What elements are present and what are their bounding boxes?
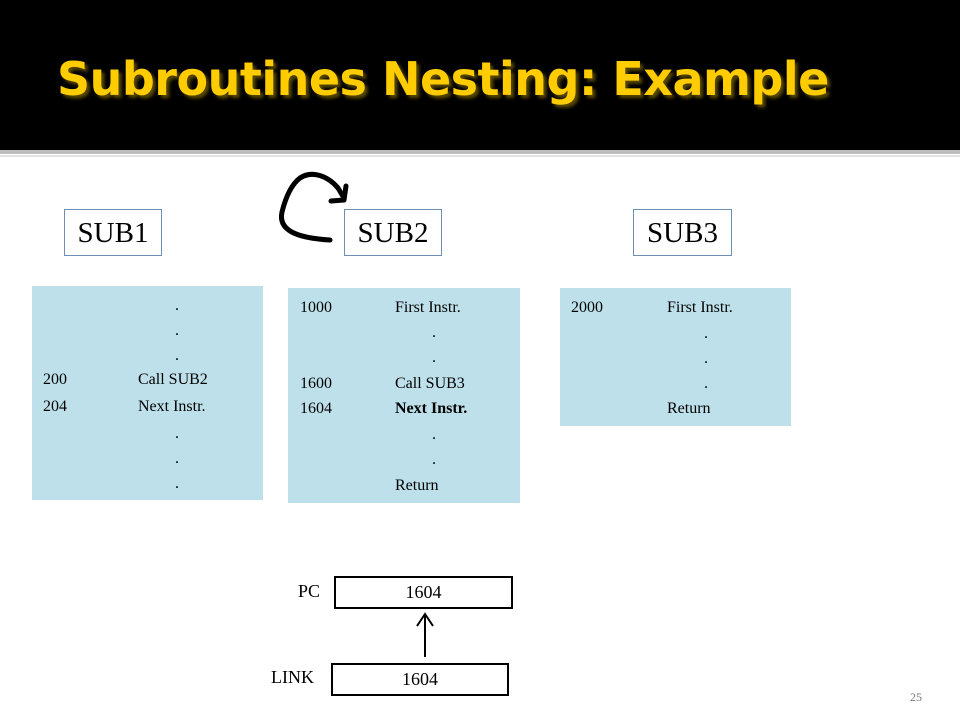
- instruction: .: [175, 322, 179, 339]
- code-row: .: [288, 425, 520, 444]
- sub3-label: SUB3: [633, 209, 732, 256]
- instruction: .: [432, 324, 436, 341]
- code-row: .: [288, 323, 520, 342]
- instruction: .: [175, 347, 179, 364]
- instruction: Next Instr.: [138, 398, 206, 415]
- instruction: .: [432, 349, 436, 366]
- pc-label: PC: [298, 581, 321, 601]
- address: 1000: [300, 299, 332, 316]
- instruction: .: [432, 451, 436, 468]
- slide-title: Subroutines Nesting: Example: [57, 52, 829, 106]
- code-row: .: [560, 324, 791, 343]
- title-divider-light: [0, 155, 960, 157]
- code-row: 1604 Next Instr.: [288, 399, 520, 418]
- code-row: .: [32, 424, 263, 443]
- code-row: Return: [560, 399, 791, 418]
- code-row: .: [32, 346, 263, 365]
- code-row: .: [32, 321, 263, 340]
- title-divider: [0, 150, 960, 154]
- title-bar: [0, 0, 960, 150]
- code-row: 2000 First Instr.: [560, 298, 791, 317]
- code-row: .: [560, 349, 791, 368]
- sub2-label: SUB2: [344, 209, 442, 256]
- address: 2000: [571, 299, 603, 316]
- code-row: .: [288, 348, 520, 367]
- call-arrow-head-icon: [328, 183, 349, 204]
- code-row: 200 Call SUB2: [32, 370, 263, 389]
- instruction: .: [432, 426, 436, 443]
- address: 1600: [300, 375, 332, 392]
- page-number: 25: [910, 690, 922, 704]
- instruction: Return: [395, 477, 439, 494]
- instruction: Next Instr.: [395, 400, 468, 417]
- instruction: Return: [667, 400, 711, 417]
- code-row: 1000 First Instr.: [288, 298, 520, 317]
- link-to-pc-arrow-head-icon: [416, 612, 434, 627]
- instruction: First Instr.: [667, 299, 733, 316]
- call-arrow-icon: [278, 171, 347, 243]
- code-row: .: [32, 296, 263, 315]
- instruction: Call SUB2: [138, 371, 208, 388]
- pc-register: 1604: [334, 576, 513, 609]
- code-row: .: [32, 474, 263, 493]
- address: 200: [43, 371, 67, 388]
- instruction: .: [175, 475, 179, 492]
- code-row: Return: [288, 476, 520, 495]
- code-row: 1600 Call SUB3: [288, 374, 520, 393]
- sub1-code-block: . . . 200 Call SUB2 204 Next Instr. . . .: [32, 286, 263, 500]
- instruction: .: [704, 350, 708, 367]
- link-label: LINK: [271, 667, 314, 687]
- instruction: .: [704, 375, 708, 392]
- code-row: .: [32, 449, 263, 468]
- sub3-code-block: 2000 First Instr. . . . Return: [560, 288, 791, 426]
- code-row: 204 Next Instr.: [32, 397, 263, 416]
- instruction: .: [704, 325, 708, 342]
- address: 204: [43, 398, 67, 415]
- instruction: .: [175, 450, 179, 467]
- sub2-code-block: 1000 First Instr. . . 1600 Call SUB3 1604 N…: [288, 288, 520, 503]
- code-row: .: [288, 450, 520, 469]
- sub1-label: SUB1: [64, 209, 162, 256]
- instruction: .: [175, 425, 179, 442]
- instruction: First Instr.: [395, 299, 461, 316]
- link-register: 1604: [331, 663, 509, 696]
- instruction: .: [175, 297, 179, 314]
- code-row: .: [560, 374, 791, 393]
- instruction: Call SUB3: [395, 375, 465, 392]
- address: 1604: [300, 400, 332, 417]
